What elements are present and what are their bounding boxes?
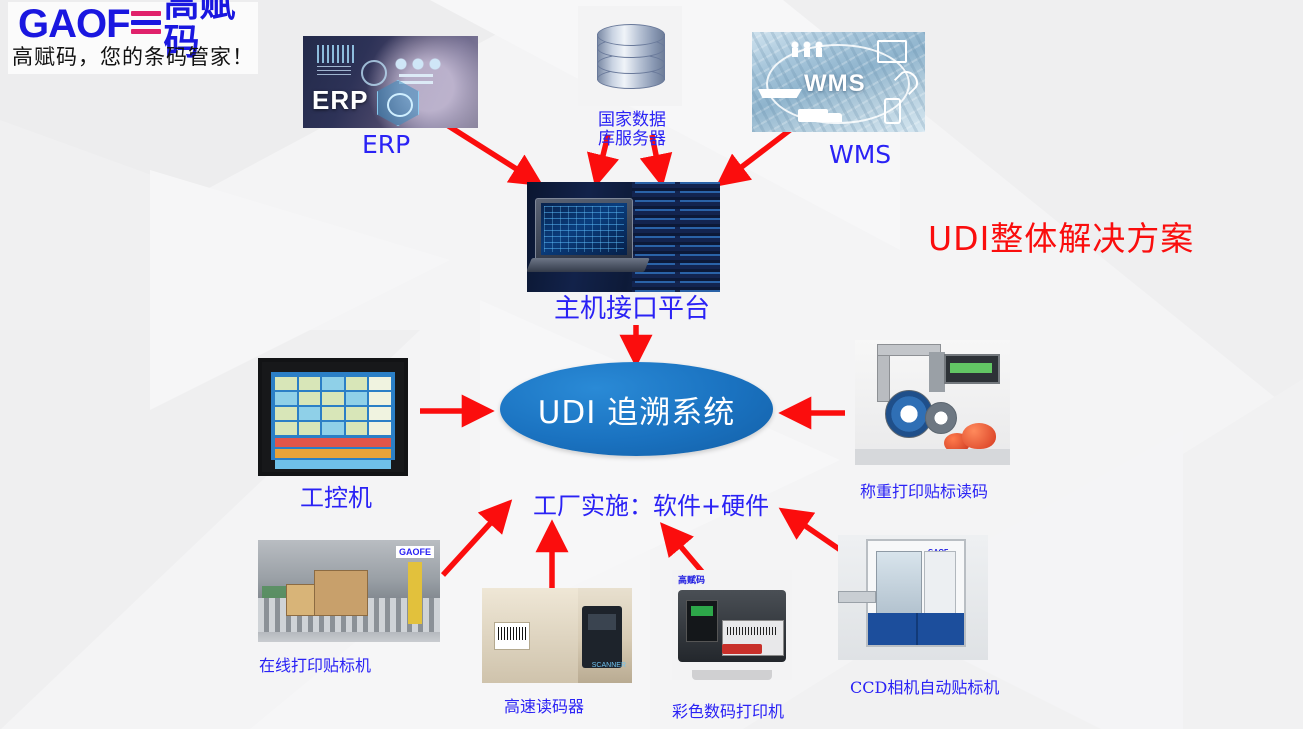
erp-image-text: ERP [312,85,369,115]
center-node-label: UDI 追溯系统 [537,394,736,431]
label-wms: WMS [829,140,892,169]
node-weigh-label-image[interactable] [855,340,1010,465]
label-weigh-label: 称重打印贴标读码 [860,482,989,501]
node-erp-image[interactable]: ERP [303,36,478,128]
database-cylinder-icon [597,24,665,89]
node-online-printer-image[interactable]: GAOFE [258,540,440,642]
label-high-speed-reader: 高速读码器 [504,697,585,716]
barcode-icon [130,10,161,38]
wms-image-text: WMS [804,70,866,97]
color-printer-brand-overlay: 高赋码 [678,575,706,585]
logo-tagline: 高赋码，您的条码管家！ [12,45,254,69]
node-host-platform-image[interactable] [527,182,720,292]
subtitle-factory-implementation: 工厂实施：软件+硬件 [533,492,770,520]
page-title: UDI整体解决方案 [928,219,1195,258]
label-industrial-pc: 工控机 [300,484,372,512]
center-node-udi-system[interactable]: UDI 追溯系统 [500,362,773,456]
logo-latin-text: GAOF [18,2,131,46]
node-ccd-labeler-image[interactable]: GAOF [838,535,988,660]
label-database-line2: 库服务器 [598,129,666,149]
label-database-line1: 国家数据 [598,110,666,130]
label-color-printer: 彩色数码打印机 [672,702,785,721]
node-color-printer-image[interactable]: 高赋码 [672,570,792,680]
logo-chinese-text: 高赋码 [163,0,236,63]
node-high-speed-reader-image[interactable]: SCANNER [482,588,632,683]
node-industrial-pc-image[interactable] [258,358,408,476]
label-host-platform: 主机接口平台 [554,294,711,324]
node-database-icon[interactable] [578,6,682,106]
label-online-printer: 在线打印贴标机 [259,656,372,675]
node-wms-image[interactable]: WMS [752,32,925,132]
label-erp: ERP [362,130,411,159]
label-ccd-labeler: CCD相机自动贴标机 [850,678,1000,697]
online-printer-brand-overlay: GAOFE [395,546,434,558]
company-logo: GAOF 高赋码 高赋码，您的条码管家！ [8,0,258,74]
